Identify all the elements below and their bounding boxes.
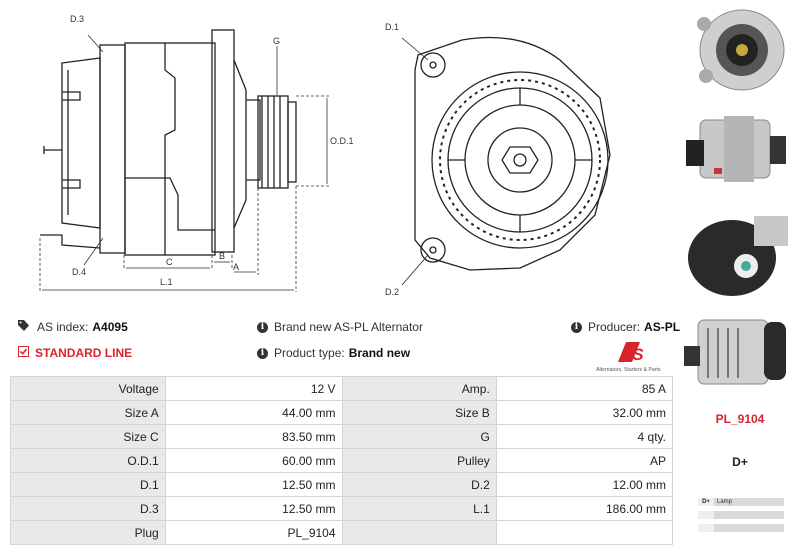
front-housing <box>414 36 611 271</box>
spec-value: 44.00 mm <box>164 400 343 425</box>
pulley <box>257 95 289 189</box>
front-fan <box>431 71 609 249</box>
pulley-nut <box>501 146 539 174</box>
legend-row <box>698 524 784 532</box>
brand-new-info: i Brand new AS-PL Alternator <box>257 320 423 334</box>
label-g: G <box>273 36 280 46</box>
spec-label: G <box>341 424 497 449</box>
label-d2: D.2 <box>385 287 399 297</box>
spec-value: 60.00 mm <box>164 448 343 473</box>
svg-text:Alternators, Starters & Parts: Alternators, Starters & Parts <box>596 367 661 373</box>
as-index-value: A4095 <box>92 320 128 334</box>
spec-value: 186.00 mm <box>495 496 674 521</box>
check-square-icon <box>18 346 29 360</box>
spec-value: 85 A <box>495 376 674 401</box>
terminal-stud <box>43 146 62 154</box>
label-d4: D.4 <box>72 267 86 277</box>
plug-code: PL_9104 <box>715 412 765 426</box>
info-circle-icon: i <box>257 347 268 359</box>
legend-row: D+Lamp <box>698 498 784 506</box>
spec-label: D.3 <box>10 496 166 521</box>
spec-label: L.1 <box>341 496 497 521</box>
technical-drawing: D.3 G O.D.1 D.4 C B A L.1 D.1 D.2 <box>39 14 611 297</box>
spec-label: Size B <box>341 400 497 425</box>
spec-value <box>495 520 674 545</box>
legend-row <box>698 511 784 519</box>
legend-key <box>698 511 714 519</box>
producer: i Producer: AS-PL <box>571 320 680 334</box>
legend-value <box>714 524 717 532</box>
info-circle-icon: i <box>571 321 582 333</box>
photo-angle-view <box>684 308 794 396</box>
as-index: AS index: A4095 <box>18 320 128 334</box>
spec-label: Pulley <box>341 448 497 473</box>
standard-line-label: STANDARD LINE <box>35 346 133 360</box>
label-a: A <box>233 262 239 272</box>
spec-label: D.2 <box>341 472 497 497</box>
housing-body <box>124 42 216 256</box>
product-type-label: Product type: <box>274 346 345 360</box>
plug-legend: D+Lamp <box>698 498 784 537</box>
spec-value: 12.50 mm <box>164 472 343 497</box>
product-type: i Product type: Brand new <box>257 346 410 360</box>
spec-label: O.D.1 <box>10 448 166 473</box>
spec-value: 12.00 mm <box>495 472 674 497</box>
label-od1: O.D.1 <box>330 136 354 146</box>
spec-label: Size C <box>10 424 166 449</box>
spec-label: Voltage <box>10 376 166 401</box>
legend-key: D+ <box>698 498 714 506</box>
label-l1: L.1 <box>160 277 173 287</box>
label-d1: D.1 <box>385 22 399 32</box>
label-b: B <box>219 251 225 261</box>
standard-line: STANDARD LINE <box>18 346 132 360</box>
spec-value: 4 qty. <box>495 424 674 449</box>
spec-value: 12.50 mm <box>164 496 343 521</box>
spec-label: Size A <box>10 400 166 425</box>
spec-value: 12 V <box>164 376 343 401</box>
spec-label <box>341 520 497 545</box>
tags-icon <box>18 320 31 334</box>
terminal-label: D+ <box>732 455 748 469</box>
product-type-value: Brand new <box>348 346 411 360</box>
photo-side-view <box>684 106 794 194</box>
spec-value: 83.50 mm <box>164 424 343 449</box>
producer-value: AS-PL <box>644 320 681 334</box>
producer-label: Producer: <box>588 320 641 334</box>
spec-value: PL_9104 <box>164 520 343 545</box>
svg-text:AS: AS <box>619 345 644 364</box>
legend-key <box>698 524 714 532</box>
photo-front-view <box>684 4 794 92</box>
brand-new-text: Brand new AS-PL Alternator <box>274 320 423 334</box>
spec-label: D.1 <box>10 472 166 497</box>
housing-rear <box>99 44 126 254</box>
spec-label: Plug <box>10 520 166 545</box>
legend-value: Lamp <box>717 499 733 505</box>
housing-front <box>211 29 235 253</box>
as-index-label: AS index: <box>37 320 89 334</box>
info-circle-icon: i <box>257 321 268 333</box>
label-d3: D.3 <box>70 14 84 24</box>
spec-label: Amp. <box>341 376 497 401</box>
spec-value: 32.00 mm <box>495 400 674 425</box>
as-pl-logo: AS Alternators, Starters & Parts <box>596 342 661 373</box>
legend-value <box>714 511 717 519</box>
spec-value: AP <box>495 448 674 473</box>
photo-rear-view <box>684 210 794 298</box>
label-c: C <box>166 257 173 267</box>
